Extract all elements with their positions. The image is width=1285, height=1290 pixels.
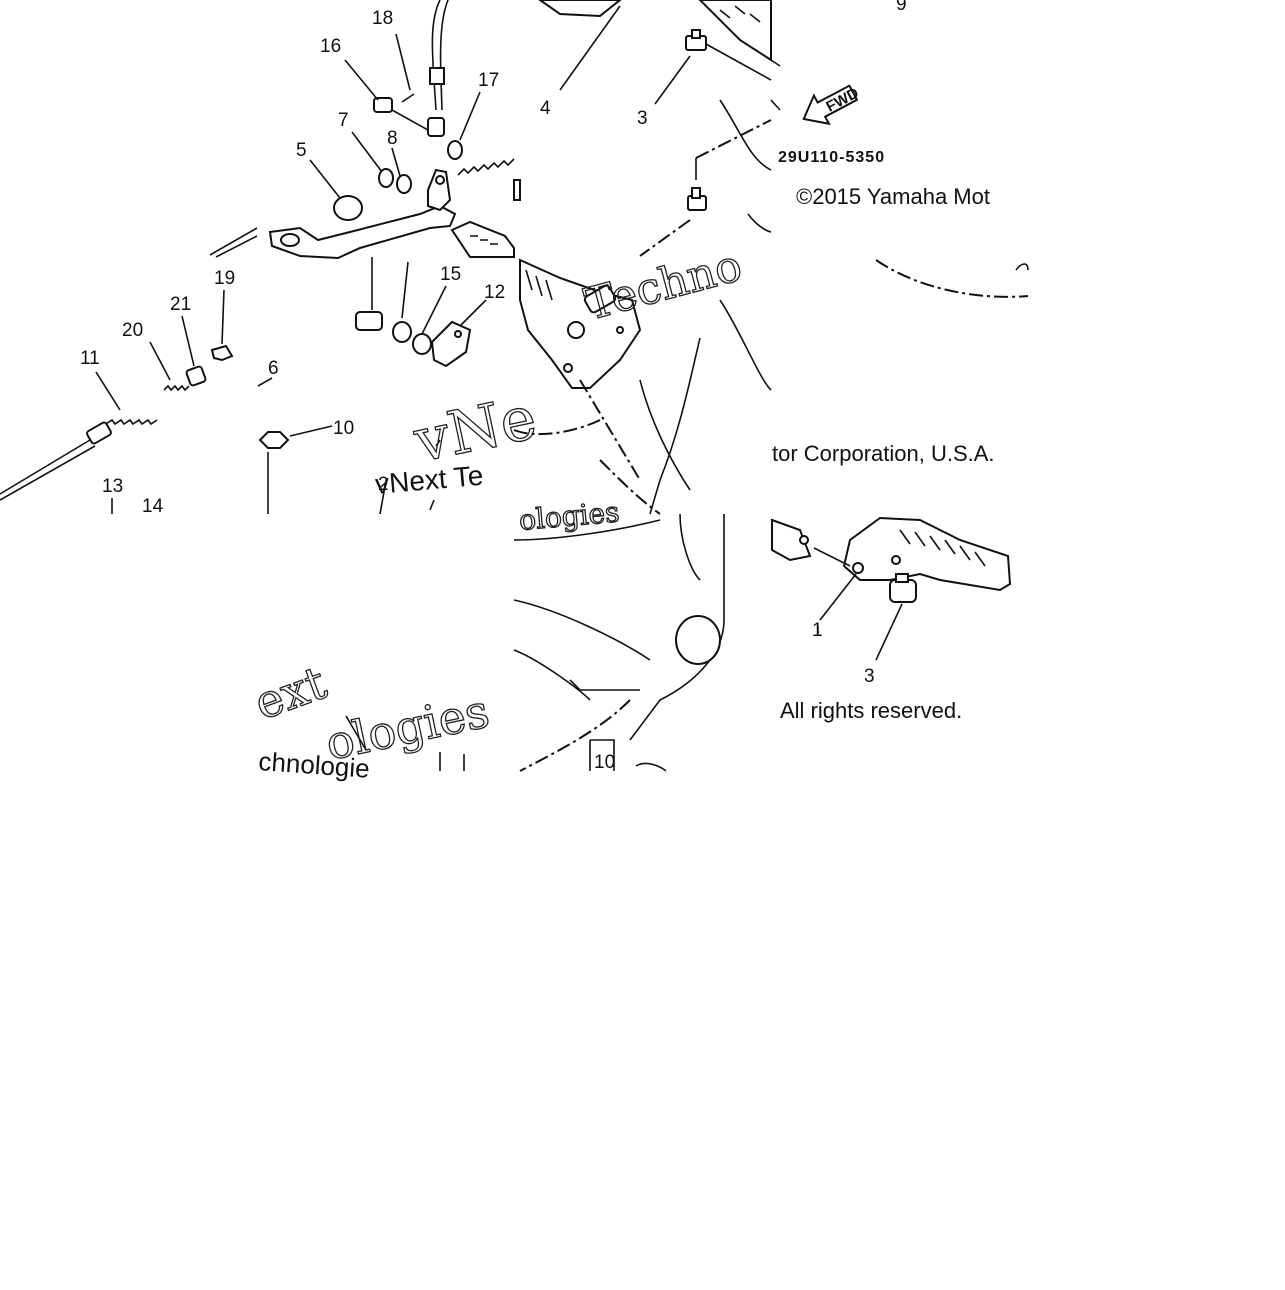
fwd-arrow: FWD <box>802 84 862 126</box>
callout-16: 16 <box>320 36 341 57</box>
callout-19: 19 <box>214 268 235 289</box>
callout-1: 1 <box>812 620 823 641</box>
washer <box>447 140 463 160</box>
callout-13: 13 <box>102 476 123 497</box>
rights-reserved: All rights reserved. <box>780 698 962 723</box>
callout-6: 6 <box>268 358 279 379</box>
callout-10-bottom: 10 <box>594 752 615 773</box>
callout-labels: 18 16 17 4 3 9 7 8 5 19 21 20 11 15 12 6… <box>80 0 907 773</box>
footrest-assembly: All rights reserved. <box>771 516 1012 723</box>
pivot-bolt <box>355 311 383 331</box>
callout-5: 5 <box>296 140 307 161</box>
callout-15: 15 <box>440 264 461 285</box>
callout-11: 11 <box>80 348 100 369</box>
brake-cable <box>0 289 234 514</box>
pivot-shaft <box>430 320 472 368</box>
callout-4: 4 <box>540 98 551 119</box>
clevis-yoke <box>427 117 445 137</box>
rod-fitting <box>429 67 445 85</box>
brake-pedal-assembly <box>209 0 515 260</box>
callout-3-top: 3 <box>637 108 648 129</box>
frame-lower <box>513 513 725 772</box>
cable-joint <box>185 365 207 387</box>
callout-17: 17 <box>478 70 499 91</box>
callout-18: 18 <box>372 8 393 29</box>
fwd-arrow-area: FWD 29U110-5350 ©2015 Yamaha Mot <box>770 59 990 209</box>
copyright-line-1: ©2015 Yamaha Mot <box>796 184 990 209</box>
copyright-area: tor Corporation, U.S.A. <box>772 259 1029 466</box>
hex-nut <box>258 431 290 449</box>
rubber-plug <box>333 195 363 221</box>
watermark-text-6: chnologie <box>258 746 371 784</box>
brake-pedal <box>268 204 457 260</box>
footrest-peg <box>842 516 1012 592</box>
footrest-bracket-top <box>513 0 772 257</box>
joint-pin <box>210 344 234 362</box>
frame-bracket-middle: Techno ologies <box>513 239 772 538</box>
footrest-bolt <box>889 579 917 603</box>
watermark-text-2: Techno <box>580 240 748 331</box>
cable-end <box>86 421 112 445</box>
callout-9: 9 <box>896 0 907 15</box>
clevis-pin <box>373 97 393 113</box>
callout-7: 7 <box>338 110 349 131</box>
diagram-code: 29U110-5350 <box>778 149 885 166</box>
callout-12: 12 <box>484 282 505 303</box>
callout-2: 2 <box>378 474 389 495</box>
callout-14: 14 <box>142 496 164 517</box>
callout-3-bottom: 3 <box>864 666 875 687</box>
watermark-text-solid: vNext Te <box>374 460 485 500</box>
frame-cap <box>675 615 721 665</box>
callout-10: 10 <box>333 418 354 439</box>
callout-21: 21 <box>170 294 191 315</box>
callout-20: 20 <box>122 320 143 341</box>
watermark-lower-left: ext ologies chnologie <box>247 654 495 784</box>
copyright-line-2: tor Corporation, U.S.A. <box>772 441 995 466</box>
callout-8: 8 <box>387 128 398 149</box>
